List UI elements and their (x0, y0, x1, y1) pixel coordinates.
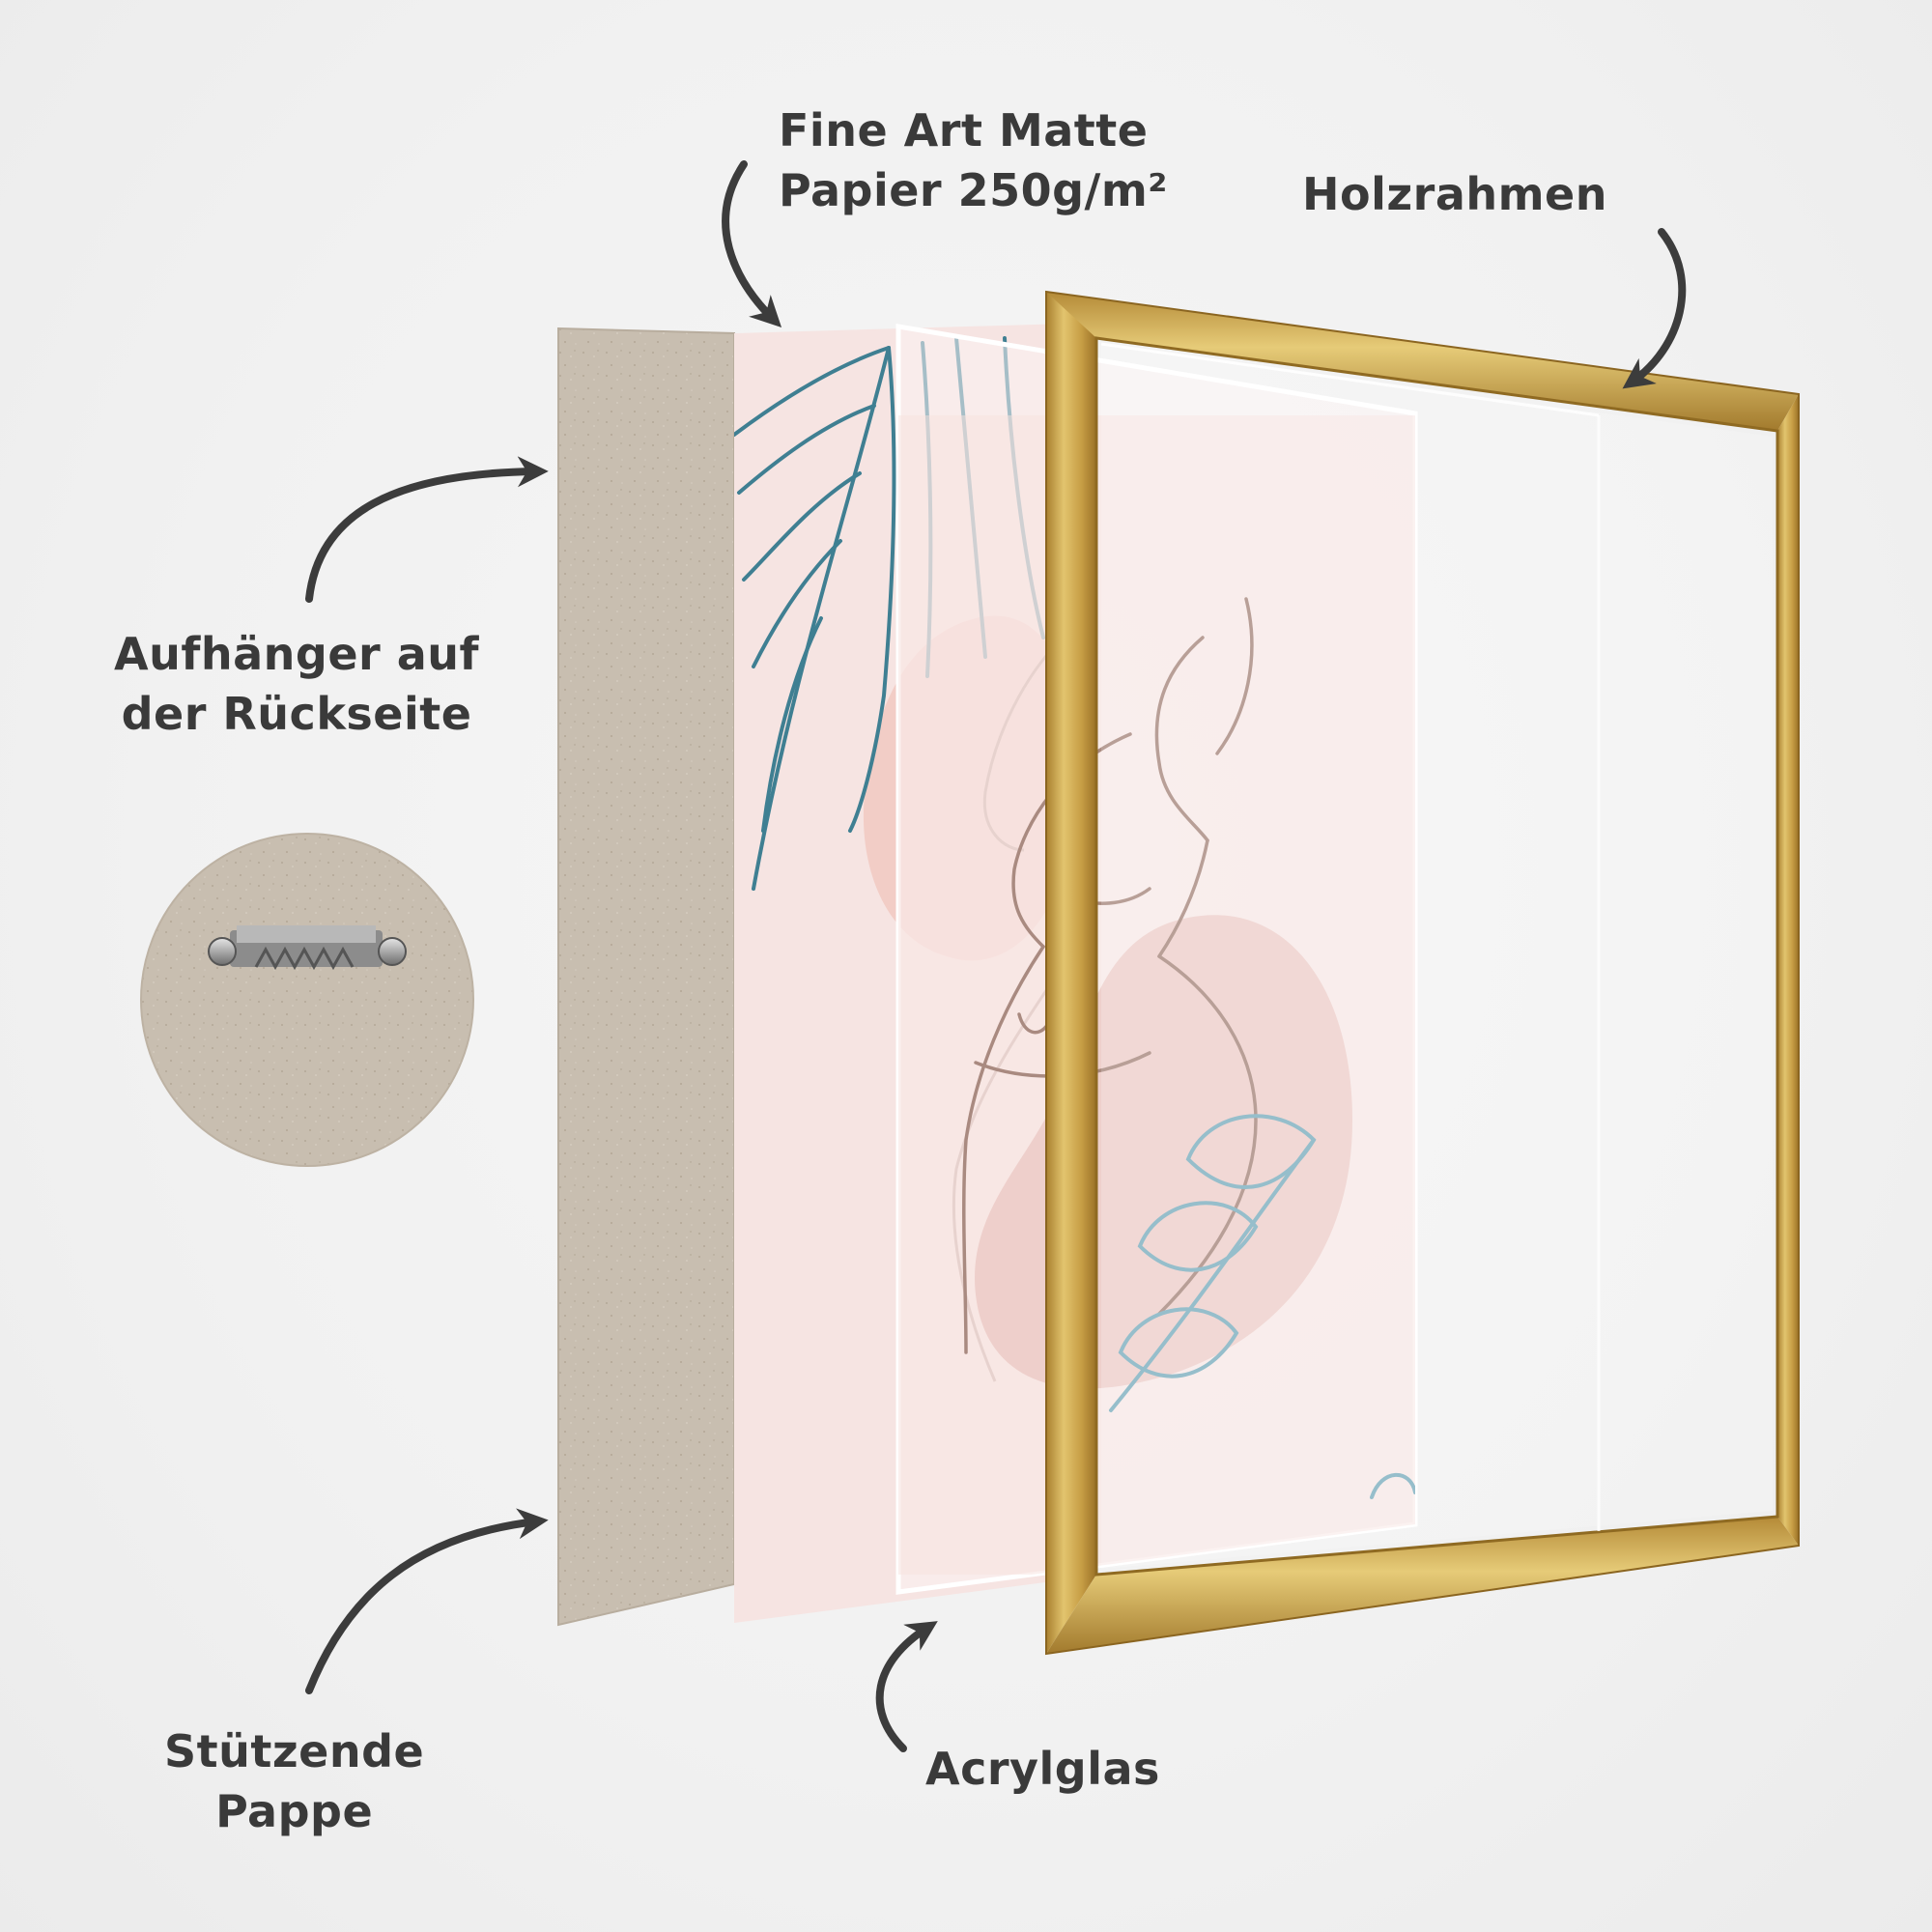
hanger-detail-circle (140, 833, 474, 1167)
arrow-paper (722, 160, 782, 328)
label-stuetzende-pappe-line2: Pappe (215, 1785, 374, 1837)
arrow-hanger (305, 456, 549, 603)
label-aufhaenger-line2: der Rückseite (121, 688, 472, 740)
monstera-leaf-outline (1109, 1114, 1415, 1499)
label-aufhaenger-line1: Aufhänger auf (114, 628, 480, 680)
arrow-glass (875, 1621, 938, 1752)
label-fine-art-paper-line1: Fine Art Matte (779, 104, 1149, 156)
label-fine-art-paper: Fine Art Matte Papier 250g/m² (779, 100, 1168, 220)
arrow-backing (305, 1508, 549, 1694)
cardboard-backing (557, 327, 735, 1627)
label-holzrahmen: Holzrahmen (1302, 164, 1607, 224)
arrows (305, 160, 1687, 1752)
label-holzrahmen-line1: Holzrahmen (1302, 168, 1607, 220)
gold-wooden-frame (1045, 290, 1800, 1656)
label-fine-art-paper-line2: Papier 250g/m² (779, 164, 1168, 216)
label-acrylglas-line1: Acrylglas (925, 1743, 1160, 1795)
label-acrylglas: Acrylglas (925, 1739, 1160, 1799)
arrow-frame (1622, 228, 1687, 389)
label-stuetzende-pappe: Stützende Pappe (164, 1721, 424, 1841)
sawtooth-hanger-icon (208, 925, 407, 971)
label-aufhaenger: Aufhänger auf der Rückseite (114, 624, 479, 744)
label-stuetzende-pappe-line1: Stützende (164, 1725, 425, 1777)
